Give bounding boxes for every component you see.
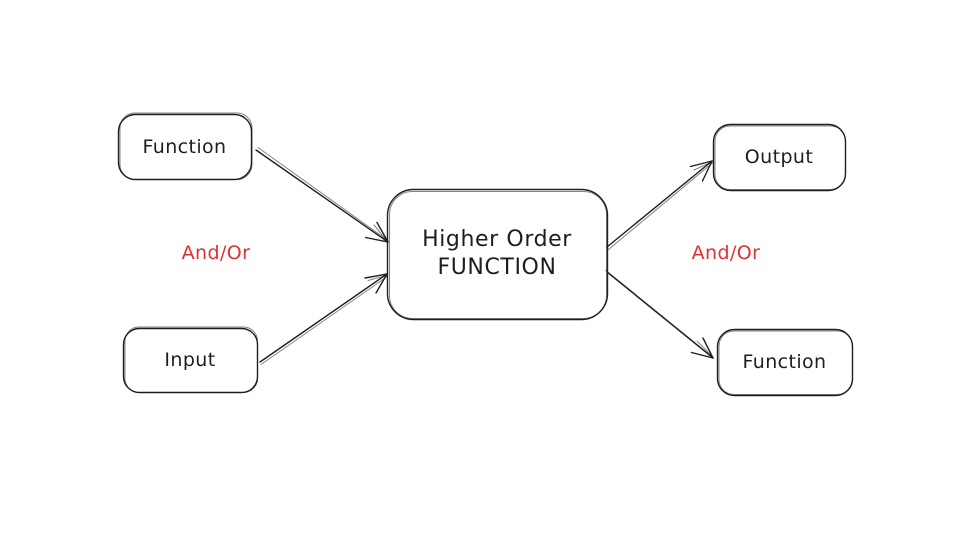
node-function-top-left-shape (117, 112, 253, 181)
and-or-annotation-right: And/Or (691, 242, 761, 264)
node-higher-order-function-line2: FUNCTION (437, 255, 557, 280)
node-function-bottom-right-shape (716, 328, 854, 397)
arrow-input-to-center (259, 273, 389, 365)
node-input-shape (122, 326, 259, 394)
node-output-label: Output (744, 146, 814, 168)
node-output-shape (712, 123, 847, 192)
node-higher-order-function-line1: Higher Order (422, 227, 572, 252)
and-or-annotation-left: And/Or (181, 242, 251, 264)
arrow-center-to-function (605, 269, 714, 359)
arrow-function-to-center (255, 147, 389, 243)
arrow-center-to-output (606, 160, 714, 250)
node-function-bottom-right-label: Function (742, 351, 827, 373)
node-higher-order-function-shape (386, 188, 609, 321)
node-input-label: Input (164, 349, 216, 371)
node-higher-order-function-label: Higher Order FUNCTION (387, 189, 607, 319)
node-function-top-left-label: Function (142, 135, 227, 158)
